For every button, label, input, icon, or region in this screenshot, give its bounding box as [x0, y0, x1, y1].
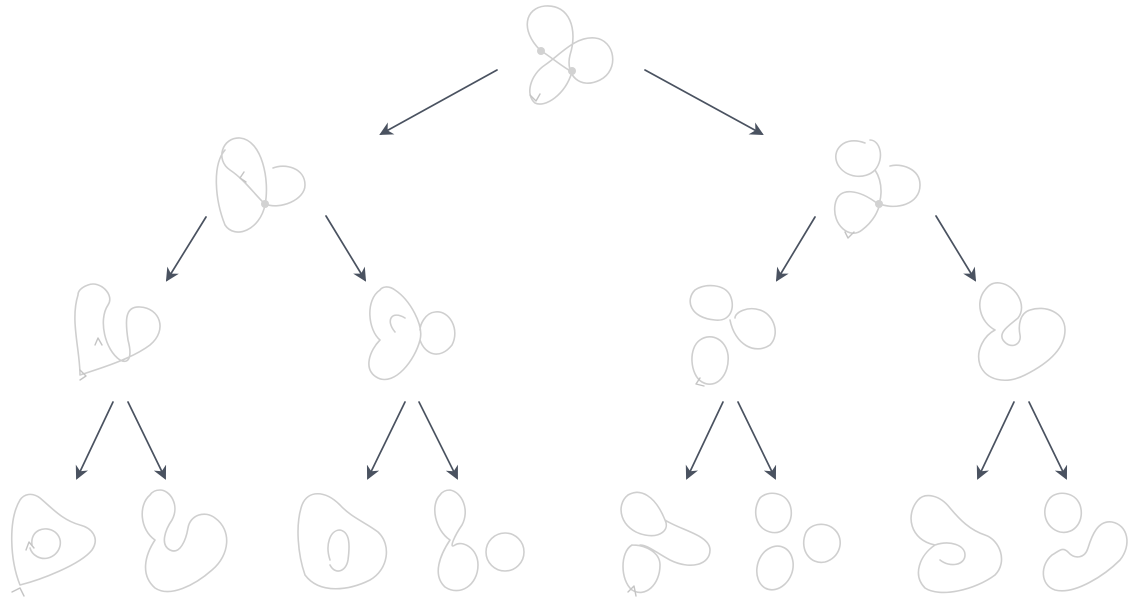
leaf-knot-2 — [141, 489, 228, 593]
arrow-l1right-to-l2c — [775, 216, 816, 282]
level2-knot-c — [689, 284, 776, 387]
crossing-marker — [875, 200, 883, 208]
arrow-root-to-left — [379, 69, 498, 135]
crossing-marker — [261, 200, 269, 208]
crossing-marker — [568, 67, 576, 75]
leaf-knot-5 — [620, 491, 711, 597]
arrow-l2d-to-l3g — [976, 401, 1015, 480]
arrow-l1left-to-l2a — [165, 216, 207, 282]
arrow-l1right-to-l2d — [935, 215, 977, 282]
arrow-l2b-to-l3c — [366, 401, 406, 480]
arrow-l2c-to-l3e — [685, 401, 724, 480]
root-knot-diagram — [526, 5, 614, 105]
arrow-l2a-to-l3a — [75, 401, 114, 480]
arrow-l2a-to-l3b — [127, 401, 167, 480]
leaf-knot-6 — [754, 492, 841, 591]
leaf-knot-1 — [10, 493, 96, 597]
leaf-knot-3 — [297, 492, 388, 590]
leaf-knot-7 — [910, 494, 1003, 594]
leaf-knot-8 — [1042, 492, 1128, 592]
leaf-knot-4 — [434, 489, 525, 592]
level2-knot-a — [74, 283, 161, 381]
level1-left-knot-diagram — [215, 137, 306, 233]
arrow-l2c-to-l3f — [737, 401, 777, 480]
level2-knot-b — [368, 286, 456, 381]
arrow-l1left-to-l2b — [325, 215, 367, 282]
arrow-root-to-right — [644, 69, 764, 135]
crossing-marker — [537, 47, 545, 55]
arrow-l2d-to-l3h — [1028, 401, 1068, 480]
level2-knot-d — [977, 282, 1066, 381]
level1-right-knot-diagram — [834, 139, 921, 239]
arrow-l2b-to-l3d — [418, 401, 458, 480]
